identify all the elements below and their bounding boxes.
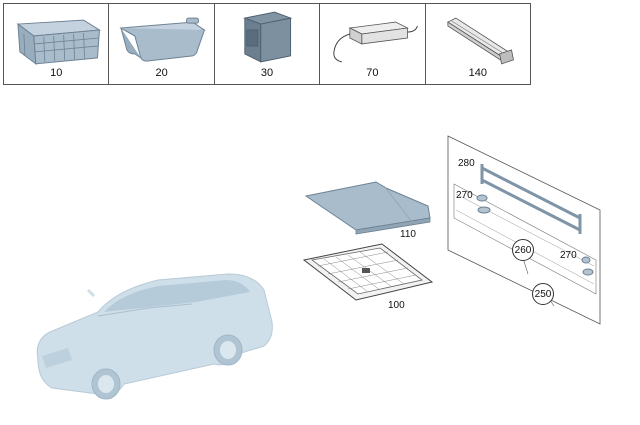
folding-crate-icon <box>16 19 101 65</box>
part-number: 30 <box>260 67 274 79</box>
part-number: 10 <box>50 67 63 79</box>
parts-strip: 10 20 30 <box>3 3 531 85</box>
power-adapter-icon <box>333 21 419 63</box>
rail-280 <box>480 164 582 234</box>
part-cell-tray[interactable]: 20 <box>109 4 215 84</box>
callout-cargo-tray: 100 <box>388 300 405 311</box>
part-cell-crate[interactable]: 10 <box>4 4 110 84</box>
part-cell-adapter[interactable]: 70 <box>320 4 426 84</box>
callout-holder-upper: 270 <box>456 190 473 201</box>
callout-rail: 280 <box>458 158 475 169</box>
cargo-mat-illustration <box>304 181 431 235</box>
part-number: 140 <box>468 67 487 79</box>
callout-cargo-mat: 110 <box>400 229 416 240</box>
mounting-rail-icon <box>446 17 514 65</box>
storage-tray-icon <box>119 17 207 62</box>
part-cell-rail[interactable]: 140 <box>426 4 530 84</box>
part-cell-box[interactable]: 30 <box>215 4 321 84</box>
cargo-tray-illustration <box>302 243 434 301</box>
part-number: 70 <box>366 67 379 79</box>
car-illustration <box>36 273 273 400</box>
callout-panel-outer: 250 <box>532 283 554 305</box>
callout-panel-inner: 260 <box>512 239 534 261</box>
storage-box-icon <box>242 11 293 63</box>
callout-holder-lower: 270 <box>560 250 577 261</box>
part-number: 20 <box>155 67 168 79</box>
